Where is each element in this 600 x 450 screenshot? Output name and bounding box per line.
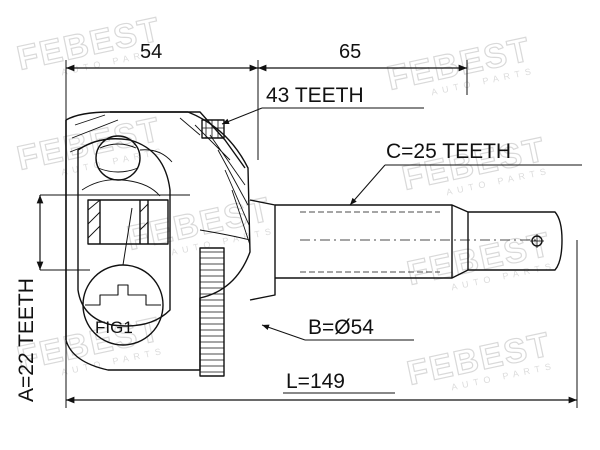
dim-label-65: 65 <box>339 41 361 63</box>
inner-cavity <box>77 138 171 327</box>
splined-shaft <box>275 204 563 279</box>
leader-lines <box>221 107 582 394</box>
callout-a-teeth: A=22 TEETH <box>15 278 38 402</box>
outer-spline-block <box>201 119 225 139</box>
dim-label-length: L=149 <box>286 370 345 393</box>
dim-label-54: 54 <box>140 41 162 63</box>
stem <box>249 199 276 301</box>
callout-c-teeth: C=25 TEETH <box>386 140 511 163</box>
bell-housing <box>65 111 251 371</box>
inner-race <box>87 199 169 245</box>
callout-b-diameter: B=Ø54 <box>308 316 374 339</box>
cv-joint-outline <box>65 111 563 377</box>
dimension-arrows <box>36 64 577 404</box>
abs-ring <box>199 247 225 377</box>
fig1-label: FIG1 <box>95 318 133 337</box>
callout-43-teeth: 43 TEETH <box>266 84 364 107</box>
